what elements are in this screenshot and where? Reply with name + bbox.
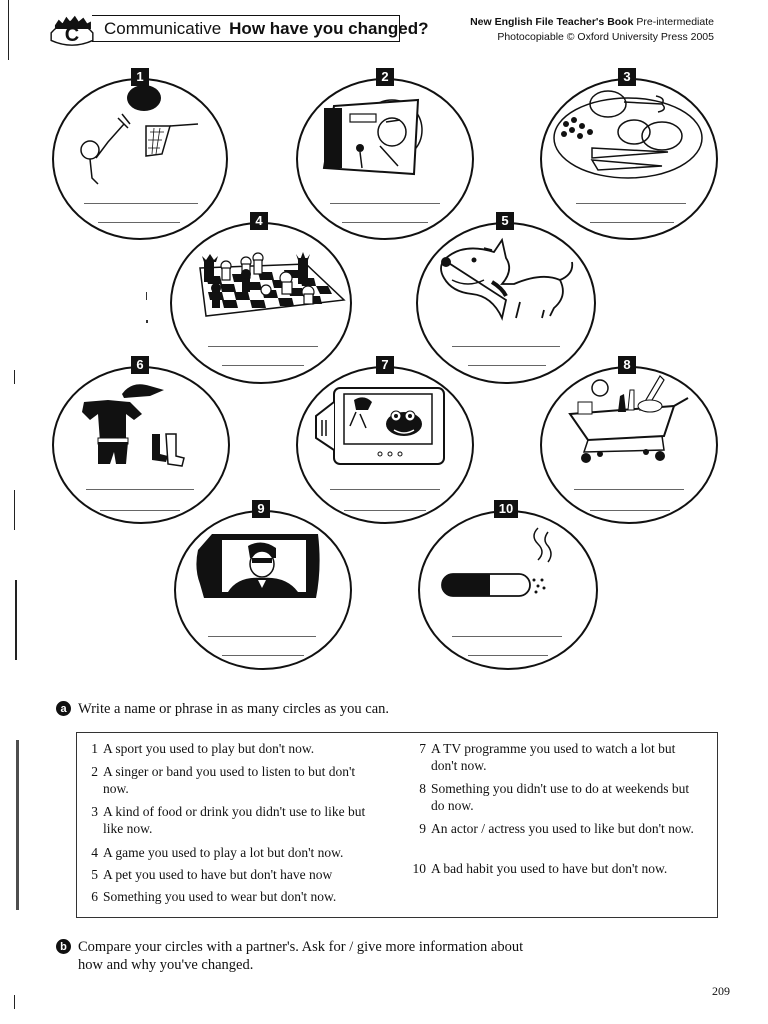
- item-text: An actor / actress you used to like but …: [431, 821, 694, 836]
- answer-line: [576, 203, 686, 204]
- answer-line: [330, 489, 440, 490]
- prompt-item-4: 4 A game you used to play a lot but don't…: [84, 844, 394, 861]
- item-number: 10: [412, 861, 427, 876]
- header-title-box: Communicative How have you changed?: [92, 15, 428, 42]
- section-badge-icon: [50, 15, 94, 46]
- margin-mark: [14, 370, 15, 384]
- answer-line: [574, 489, 684, 490]
- circle-number: 2: [376, 68, 394, 86]
- tv-frog-icon: [315, 387, 445, 465]
- item-text: A kind of food or drink you didn't use t…: [103, 804, 366, 836]
- page-number: 209: [712, 984, 730, 998]
- answer-line: [222, 655, 304, 656]
- singer-record-icon: [322, 98, 423, 176]
- circle-number: 8: [618, 356, 636, 374]
- clothes-icon: [82, 384, 185, 467]
- food-plate-icon: [553, 90, 703, 179]
- item-text: A singer or band you used to listen to b…: [103, 764, 356, 796]
- answer-line: [98, 222, 180, 223]
- circle-number: 10: [494, 500, 518, 518]
- dog-icon: [440, 237, 574, 321]
- sport-tennis-icon: [80, 85, 199, 185]
- answer-line: [222, 365, 304, 366]
- task-b-instruction: Compare your circles with a partner's. A…: [78, 939, 524, 973]
- answer-line: [468, 365, 546, 366]
- item-text: A game you used to play a lot but don't …: [103, 845, 344, 860]
- prompt-item-9: 9 An actor / actress you used to like but…: [412, 820, 698, 837]
- prompt-item-10: 10 A bad habit you used to have but don't…: [404, 860, 698, 877]
- section-label: Communicative: [104, 18, 222, 38]
- item-number: 7: [419, 741, 426, 756]
- margin-mark: [8, 0, 9, 60]
- prompt-item-2: 2 A singer or band you used to listen to …: [84, 763, 384, 797]
- circle-number: 9: [252, 500, 270, 518]
- margin-mark: [15, 580, 17, 660]
- margin-mark: [16, 740, 19, 910]
- answer-line: [342, 222, 428, 223]
- answer-line: [208, 346, 318, 347]
- item-number: 8: [419, 781, 426, 796]
- answer-line: [100, 510, 180, 511]
- answer-line: [344, 510, 426, 511]
- publisher-info: New English File Teacher's Book Pre-inte…: [470, 15, 714, 45]
- item-text: Something you used to wear but don't now…: [103, 889, 337, 904]
- section-letter: C: [64, 23, 80, 46]
- item-number: 1: [91, 741, 98, 756]
- page-title: How have you changed?: [229, 18, 429, 38]
- circle-number: 1: [131, 68, 149, 86]
- prompts-box: [76, 732, 718, 918]
- task-a-badge: a: [56, 701, 71, 716]
- prompt-item-8: 8 Something you didn't use to do at weeke…: [412, 780, 698, 814]
- answer-line: [208, 636, 316, 637]
- book-title: New English File Teacher's Book: [470, 16, 634, 28]
- item-number: 4: [91, 845, 98, 860]
- answer-line: [590, 510, 670, 511]
- item-number: 9: [419, 821, 426, 836]
- prompt-item-7: 7 A TV programme you used to watch a lot …: [412, 740, 698, 774]
- tv-actor-icon: [196, 534, 320, 598]
- answer-line: [452, 346, 560, 347]
- answer-line: [452, 636, 562, 637]
- margin-mark: [14, 490, 15, 530]
- circle-number: 3: [618, 68, 636, 86]
- item-text: Something you didn't use to do at weeken…: [431, 781, 690, 813]
- copyright-line: Photocopiable © Oxford University Press …: [497, 31, 714, 43]
- answer-line: [86, 489, 194, 490]
- task-b-badge: b: [56, 939, 71, 954]
- chess-board-icon: [199, 252, 346, 317]
- prompt-item-1: 1 A sport you used to play but don't now.: [84, 740, 384, 757]
- prompt-item-3: 3 A kind of food or drink you didn't use …: [84, 803, 384, 837]
- item-number: 3: [91, 804, 98, 819]
- prompt-item-5: 5 A pet you used to have but don't have n…: [84, 866, 394, 883]
- item-number: 6: [91, 889, 98, 904]
- circle-number: 5: [496, 212, 514, 230]
- circle-number: 7: [376, 356, 394, 374]
- item-text: A TV programme you used to watch a lot b…: [431, 741, 676, 773]
- task-a-instruction: Write a name or phrase in as many circle…: [78, 701, 390, 717]
- answer-line: [590, 222, 674, 223]
- margin-mark: [14, 995, 15, 1009]
- answer-line: [468, 655, 548, 656]
- item-number: 5: [91, 867, 98, 882]
- item-text: A sport you used to play but don't now.: [103, 741, 315, 756]
- item-text: A bad habit you used to have but don't n…: [431, 861, 668, 876]
- answer-line: [84, 203, 198, 204]
- answer-line: [330, 203, 440, 204]
- scan-mark: [146, 292, 147, 300]
- cigarette-icon: [441, 527, 552, 597]
- circle-number: 4: [250, 212, 268, 230]
- scan-mark: [146, 320, 148, 323]
- shopping-trolley-icon: [568, 375, 689, 463]
- book-level: Pre-intermediate: [633, 16, 714, 28]
- prompt-item-6: 6 Something you used to wear but don't no…: [84, 888, 394, 905]
- item-number: 2: [91, 764, 98, 779]
- item-text: A pet you used to have but don't have no…: [103, 867, 333, 882]
- circle-number: 6: [131, 356, 149, 374]
